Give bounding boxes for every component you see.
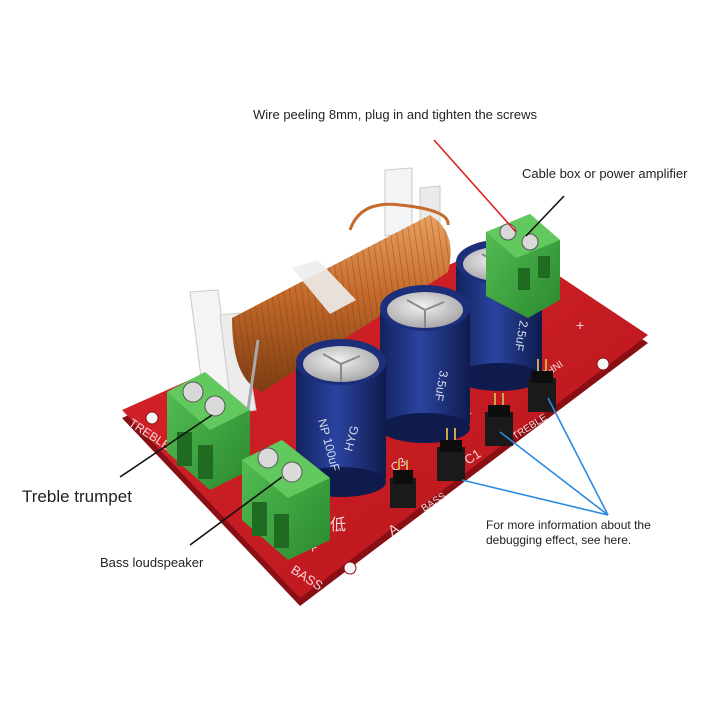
amp-callout-line xyxy=(525,195,565,237)
capacitor-2: 3.5uF xyxy=(380,285,470,443)
info-callout-line xyxy=(499,431,609,516)
info-callout-line xyxy=(547,397,609,516)
inductor-coil xyxy=(189,167,451,415)
cap3-value: 2.5uF xyxy=(512,319,531,352)
callout-lines xyxy=(119,139,609,546)
info-callout-line xyxy=(461,479,609,516)
silk-input-plus: + xyxy=(576,317,584,333)
cap2-value: 3.5uF xyxy=(432,369,451,402)
wire-callout-line xyxy=(433,139,517,233)
silk-plus: + xyxy=(308,540,317,557)
wire-peeling-label: Wire peeling 8mm, plug in and tighten th… xyxy=(253,107,537,122)
jumper-a xyxy=(390,460,416,508)
more-info-label: For more information about the debugging… xyxy=(486,518,651,547)
mounting-hole xyxy=(343,561,357,575)
terminal-bass xyxy=(242,440,330,560)
bass-loudspeaker-label: Bass loudspeaker xyxy=(100,555,204,570)
terminal-treble xyxy=(167,372,250,490)
jumper-c2 xyxy=(485,393,513,446)
bass-callout-line xyxy=(189,476,283,546)
jumpers xyxy=(390,359,556,508)
silk-di: 低 xyxy=(330,516,346,534)
jumper-c3 xyxy=(437,428,465,481)
cable-box-label: Cable box or power amplifier xyxy=(522,166,688,181)
cap1-brand: HYG xyxy=(341,424,361,453)
treble-callout-line xyxy=(119,414,213,478)
jumper-c1 xyxy=(528,359,556,412)
mounting-hole xyxy=(596,357,610,371)
terminal-input xyxy=(486,214,560,318)
mounting-hole xyxy=(145,411,159,425)
treble-trumpet-label: Treble trumpet xyxy=(22,487,132,506)
